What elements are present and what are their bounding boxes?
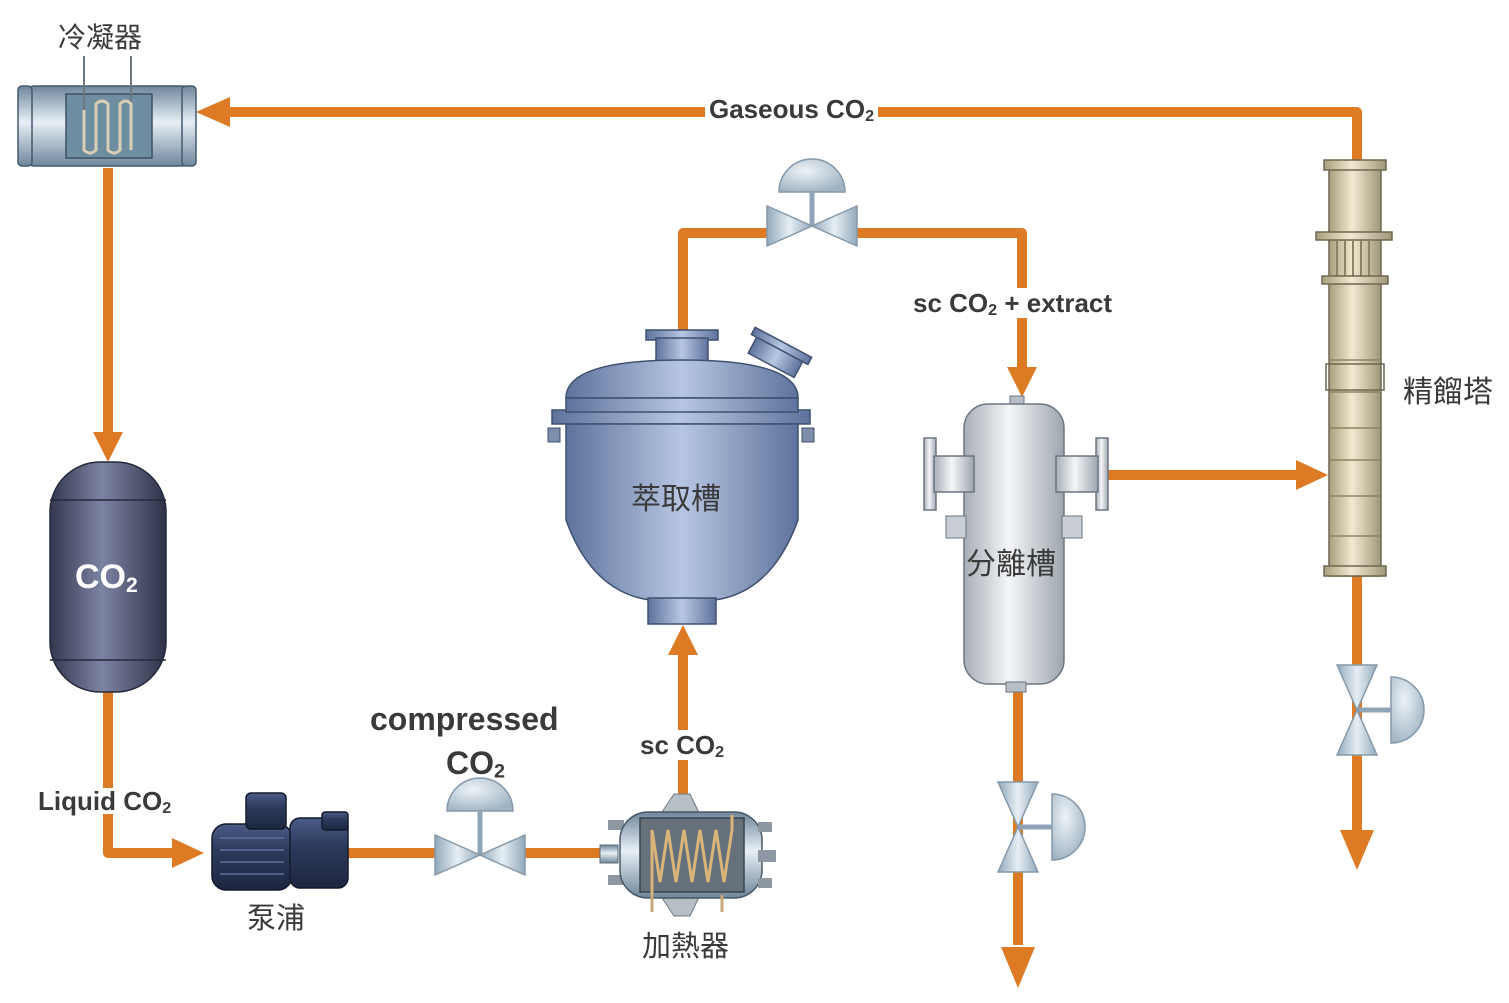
liquid-co2-label: Liquid CO2 xyxy=(36,786,174,817)
arrow-into-pump xyxy=(172,838,204,868)
co2-tank-label-main: CO xyxy=(75,558,126,596)
co2-tank xyxy=(49,461,167,693)
extraction-tank-label: 萃取槽 xyxy=(631,483,721,516)
arrow-into-co2-tank xyxy=(93,432,123,462)
compressed-co2-label-main: CO xyxy=(446,745,494,781)
gaseous-co2-label-sub: 2 xyxy=(865,106,875,125)
pump xyxy=(211,792,349,891)
heater xyxy=(599,793,776,917)
valve-column-bottom[interactable] xyxy=(1335,664,1425,756)
condenser xyxy=(17,56,197,167)
sc-co2-label-main: sc CO xyxy=(640,730,716,760)
sc-co2-extract-label-rest: + extract xyxy=(997,288,1113,318)
pipe-valve-to-separator xyxy=(853,228,1027,372)
pipe-gaseous-co2 xyxy=(225,107,1362,162)
arrow-into-separator xyxy=(1007,367,1037,397)
co2-tank-label: CO2 xyxy=(75,558,138,597)
pipe-extractor-top xyxy=(678,228,770,330)
condenser-label: 冷凝器 xyxy=(58,22,143,53)
valve-compressed[interactable] xyxy=(434,777,526,877)
column-label: 精餾塔 xyxy=(1403,376,1493,409)
distillation-column xyxy=(1315,159,1393,577)
valve-extract[interactable] xyxy=(766,158,858,248)
compressed-co2-label-sub: 2 xyxy=(494,760,506,783)
sc-co2-extract-label-main: sc CO xyxy=(913,288,989,318)
arrow-column-outlet xyxy=(1340,830,1374,870)
separator-label: 分離槽 xyxy=(966,548,1056,581)
pump-label: 泵浦 xyxy=(247,903,306,935)
compressed-co2-line1: compressed xyxy=(370,701,559,737)
sc-co2-label: sc CO2 xyxy=(636,730,729,761)
pipes xyxy=(103,107,1362,945)
co2-tank-label-sub: 2 xyxy=(126,573,138,597)
separator xyxy=(923,395,1109,693)
sc-co2-label-sub: 2 xyxy=(715,742,725,761)
sc-co2-extract-label: sc CO2 + extract xyxy=(909,288,1117,319)
arrow-into-extractor xyxy=(668,625,698,655)
arrow-separator-outlet xyxy=(1001,947,1035,988)
liquid-co2-label-sub: 2 xyxy=(162,798,172,817)
gaseous-co2-label: Gaseous CO2 xyxy=(705,94,879,125)
pipe-tank-to-pump xyxy=(103,692,178,858)
compressed-co2-line2: CO2 xyxy=(446,745,505,781)
arrow-to-condenser xyxy=(196,97,230,127)
heater-label: 加熱器 xyxy=(642,931,730,963)
gaseous-co2-label-main: Gaseous CO xyxy=(709,94,866,124)
sc-co2-extract-label-sub: 2 xyxy=(988,300,998,319)
extraction-tank xyxy=(547,326,815,625)
valve-separator-bottom[interactable] xyxy=(996,781,1086,873)
arrow-into-column xyxy=(1296,460,1328,490)
liquid-co2-label-main: Liquid CO xyxy=(38,786,163,816)
flow-arrows xyxy=(93,97,1374,988)
